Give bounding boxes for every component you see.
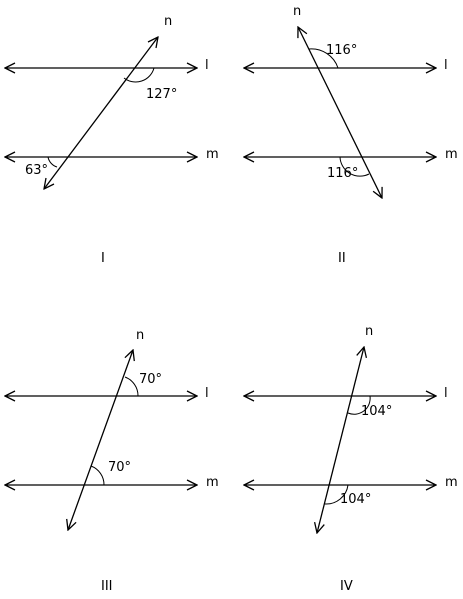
transversal-n	[317, 347, 364, 533]
label-n: n	[293, 4, 301, 19]
label-l: l	[205, 386, 209, 401]
figure-2: l m n 116° 116° II	[244, 4, 458, 266]
angle-label-lower: 70°	[108, 460, 131, 475]
angle-arc-lower	[47, 156, 58, 168]
angle-arc-lower	[90, 465, 105, 486]
label-l: l	[444, 386, 448, 401]
angle-label-upper: 104°	[361, 404, 392, 419]
label-n: n	[164, 14, 172, 29]
label-m: m	[206, 475, 219, 490]
figure-1: l m n 127° 63° I	[5, 14, 219, 266]
transversal-n	[68, 350, 133, 530]
label-m: m	[445, 475, 458, 490]
angle-arc-lower	[339, 156, 370, 177]
angle-label-upper: 127°	[146, 87, 177, 102]
transversal-n	[298, 27, 382, 198]
angle-label-lower: 63°	[25, 163, 48, 178]
label-l: l	[444, 58, 448, 73]
angle-label-lower: 116°	[327, 166, 358, 181]
label-l: l	[205, 58, 209, 73]
angle-arc-upper	[308, 48, 339, 69]
angle-arc-upper	[124, 376, 139, 397]
angle-label-upper: 70°	[139, 372, 162, 387]
figure-caption: II	[338, 251, 346, 266]
label-m: m	[206, 147, 219, 162]
figure-3: l m n 70° 70° III	[5, 328, 219, 594]
figure-caption: III	[101, 579, 113, 594]
label-n: n	[365, 324, 373, 339]
angle-label-lower: 104°	[340, 492, 371, 507]
angle-label-upper: 116°	[326, 43, 357, 58]
angle-arc-upper	[347, 395, 371, 415]
figure-caption: I	[101, 251, 105, 266]
label-n: n	[136, 328, 144, 343]
label-m: m	[445, 147, 458, 162]
figure-caption: IV	[340, 579, 353, 594]
angle-arc-upper	[123, 67, 155, 83]
figure-4: l m n 104° 104° IV	[244, 324, 458, 594]
angle-arc-lower	[324, 484, 349, 505]
transversal-n	[44, 37, 158, 189]
